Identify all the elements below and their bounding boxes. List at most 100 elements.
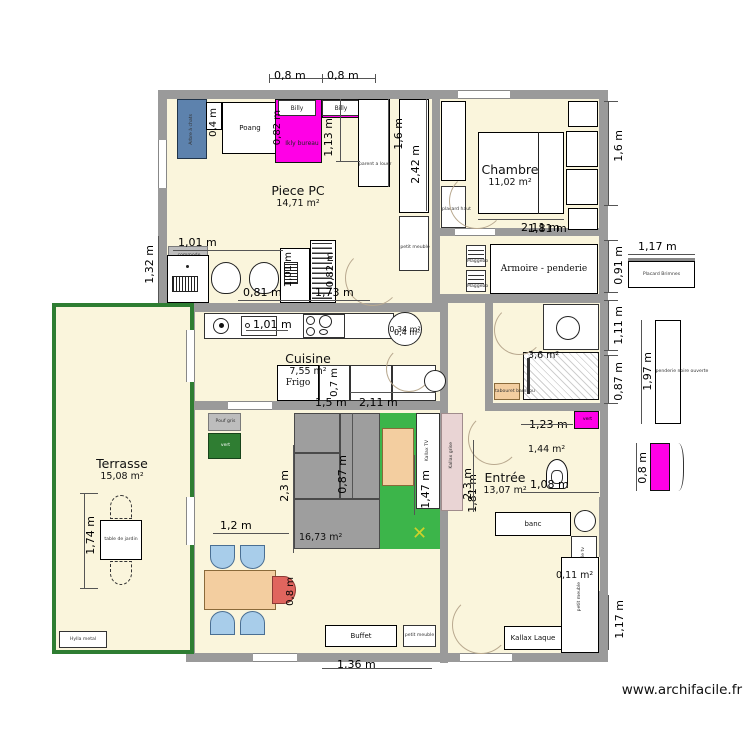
dim-table-12: 1,2 m [220, 519, 252, 532]
dimline-147 [414, 455, 415, 515]
furniture-poang[interactable]: Poang [222, 102, 278, 154]
chair-1[interactable] [211, 262, 241, 294]
chair-jardin-top[interactable] [110, 495, 132, 519]
legend-penderie-noire[interactable]: penderie noire ouverte [655, 320, 708, 424]
tick-111a [604, 300, 618, 301]
label-billy-1: Billy [290, 104, 304, 112]
furniture-shower[interactable] [523, 352, 599, 400]
maggebo-lines-1 [468, 247, 484, 259]
furniture-tall-cabinet[interactable] [399, 99, 429, 213]
furniture-dining-table[interactable] [204, 570, 276, 610]
chair-blue-3[interactable] [210, 611, 235, 635]
sink-dot [219, 323, 224, 328]
dim-chambre-242: 2,42 m [409, 145, 422, 184]
furniture-sofa-left[interactable] [294, 413, 340, 453]
legend-porte-swing [670, 443, 684, 491]
dimline-117 [628, 254, 695, 255]
furniture-pouf-gris[interactable]: Pouf gris [208, 413, 241, 431]
label-sdb-area: 3,6 m² [528, 343, 578, 362]
furniture-green-pouf[interactable]: vert [208, 433, 241, 459]
dimline-bas117 [608, 595, 609, 650]
dim-porte-08: 0,8 m [636, 452, 649, 484]
room-name-chambre: Chambre [481, 162, 539, 177]
furniture-tabouret-bambou[interactable]: tabouret bambou [494, 383, 535, 400]
tick-ch16a [604, 101, 618, 102]
window-chambre-bottom [455, 228, 495, 236]
label-maggebo-2: Maggebo [467, 284, 489, 289]
tick-091a [604, 240, 618, 241]
furniture-sofa-mid[interactable] [340, 413, 380, 499]
dim-pc-081: 0,81 m [243, 286, 282, 299]
furniture-small-cabinet-salon[interactable]: petit meuble [403, 625, 436, 647]
dim-bed-211: 2,11 m [521, 221, 560, 234]
label-tabouret: tabouret bambou [495, 389, 535, 394]
chair-blue-2[interactable] [240, 545, 265, 569]
window-terrasse-lower [186, 497, 195, 545]
label-entree: Entrée 16,73 m² 13,07 m² [455, 468, 555, 498]
dimline-cuis101 [246, 330, 288, 331]
label-petit-meuble-salon: petit meuble [404, 633, 435, 639]
label-frigo: Frigo [285, 378, 311, 388]
chair-jardin-bottom[interactable] [110, 561, 132, 585]
dimline-108 [521, 492, 599, 493]
furniture-pillow-1[interactable] [566, 131, 598, 167]
tick-113 [336, 161, 360, 162]
area-badge-deg: 0,4 m² [394, 320, 420, 339]
furniture-entree-right-tall[interactable]: petit meuble [561, 557, 599, 653]
furniture-billy-2[interactable]: Billy [322, 100, 360, 116]
dimline-top-a [269, 78, 322, 79]
furniture-sofa-left2[interactable] [294, 453, 340, 499]
legend-porte-magenta[interactable] [650, 443, 670, 491]
furniture-chambre-left-cab[interactable] [441, 101, 466, 181]
furniture-nightstand-top[interactable] [568, 101, 598, 127]
furniture-billy-1[interactable]: Billy [278, 100, 316, 116]
furniture-small-cabinet[interactable]: petit meuble [399, 216, 430, 271]
sink-small-dot [245, 323, 250, 328]
dim-top-a: 0,8 m [274, 69, 306, 82]
dimline-bed [478, 219, 564, 220]
label-penderie-noire: penderie noire ouverte [655, 369, 709, 374]
window-pc-left [158, 140, 167, 188]
furniture-kitchen-counter[interactable] [204, 313, 394, 339]
furniture-sofa-bottom[interactable]: 16,73 m² [294, 499, 380, 549]
furniture-kitchen-low-1[interactable] [319, 365, 350, 401]
dimline-081 [238, 300, 310, 301]
dimline-111 [608, 300, 609, 350]
furniture-banc[interactable]: banc [495, 512, 571, 536]
furniture-side-table[interactable] [206, 102, 222, 130]
furniture-kallax-tv[interactable]: Kallax TV [416, 413, 440, 509]
chair-blue-1[interactable] [210, 545, 235, 569]
room-name-terrasse: Terrasse [96, 456, 148, 471]
entree-round-stool[interactable] [574, 510, 596, 532]
furniture-armoire-penderie[interactable]: Armoire - penderie [490, 244, 598, 294]
dimline-pc16 [388, 99, 389, 187]
legend-placard-brimnes[interactable]: Placard Brimnes [628, 261, 695, 288]
furniture-table-jardin[interactable]: table de jardin [100, 520, 142, 560]
furniture-buffet[interactable]: Buffet [325, 625, 397, 647]
furniture-coffee-table[interactable] [382, 428, 414, 486]
watermark: www.archifacile.fr [621, 682, 742, 698]
furniture-kallax-laque[interactable]: Kallax Laque [504, 626, 562, 650]
label-kallax-tv: Kallax TV [425, 440, 430, 462]
area-badge-placard-small: 0,34 m² [388, 312, 422, 346]
door-arc-wc [468, 413, 520, 465]
furniture-frigo[interactable]: Frigo [277, 365, 319, 401]
chair-2[interactable] [249, 262, 279, 294]
dim-terr-174: 1,74 m [84, 516, 97, 555]
furniture-kitchen-sink-unit[interactable] [241, 316, 277, 336]
furniture-kallax-grise[interactable]: Kallax grise [441, 413, 463, 511]
door-arc-couloir [386, 346, 432, 392]
furniture-wc-magenta[interactable]: vert [574, 411, 599, 429]
label-reduit-area: 0,11 m² [556, 563, 600, 582]
dimline-pc101 [173, 250, 283, 251]
furniture-hylla-metal[interactable]: Hylla metal [59, 631, 107, 648]
chair-blue-4[interactable] [240, 611, 265, 635]
furniture-nightstand-bottom[interactable] [568, 208, 598, 230]
furniture-lit-parent[interactable]: parent a louer [358, 99, 392, 187]
furniture-arbre-a-chats[interactable]: Arbre à chats [177, 99, 207, 159]
dim-buffet-136: 1,36 m [337, 658, 376, 671]
dimline-s087 [352, 413, 353, 498]
chair-red[interactable] [272, 576, 296, 604]
furniture-pillow-2[interactable] [566, 169, 598, 205]
marker-x: ✕ [412, 523, 428, 544]
